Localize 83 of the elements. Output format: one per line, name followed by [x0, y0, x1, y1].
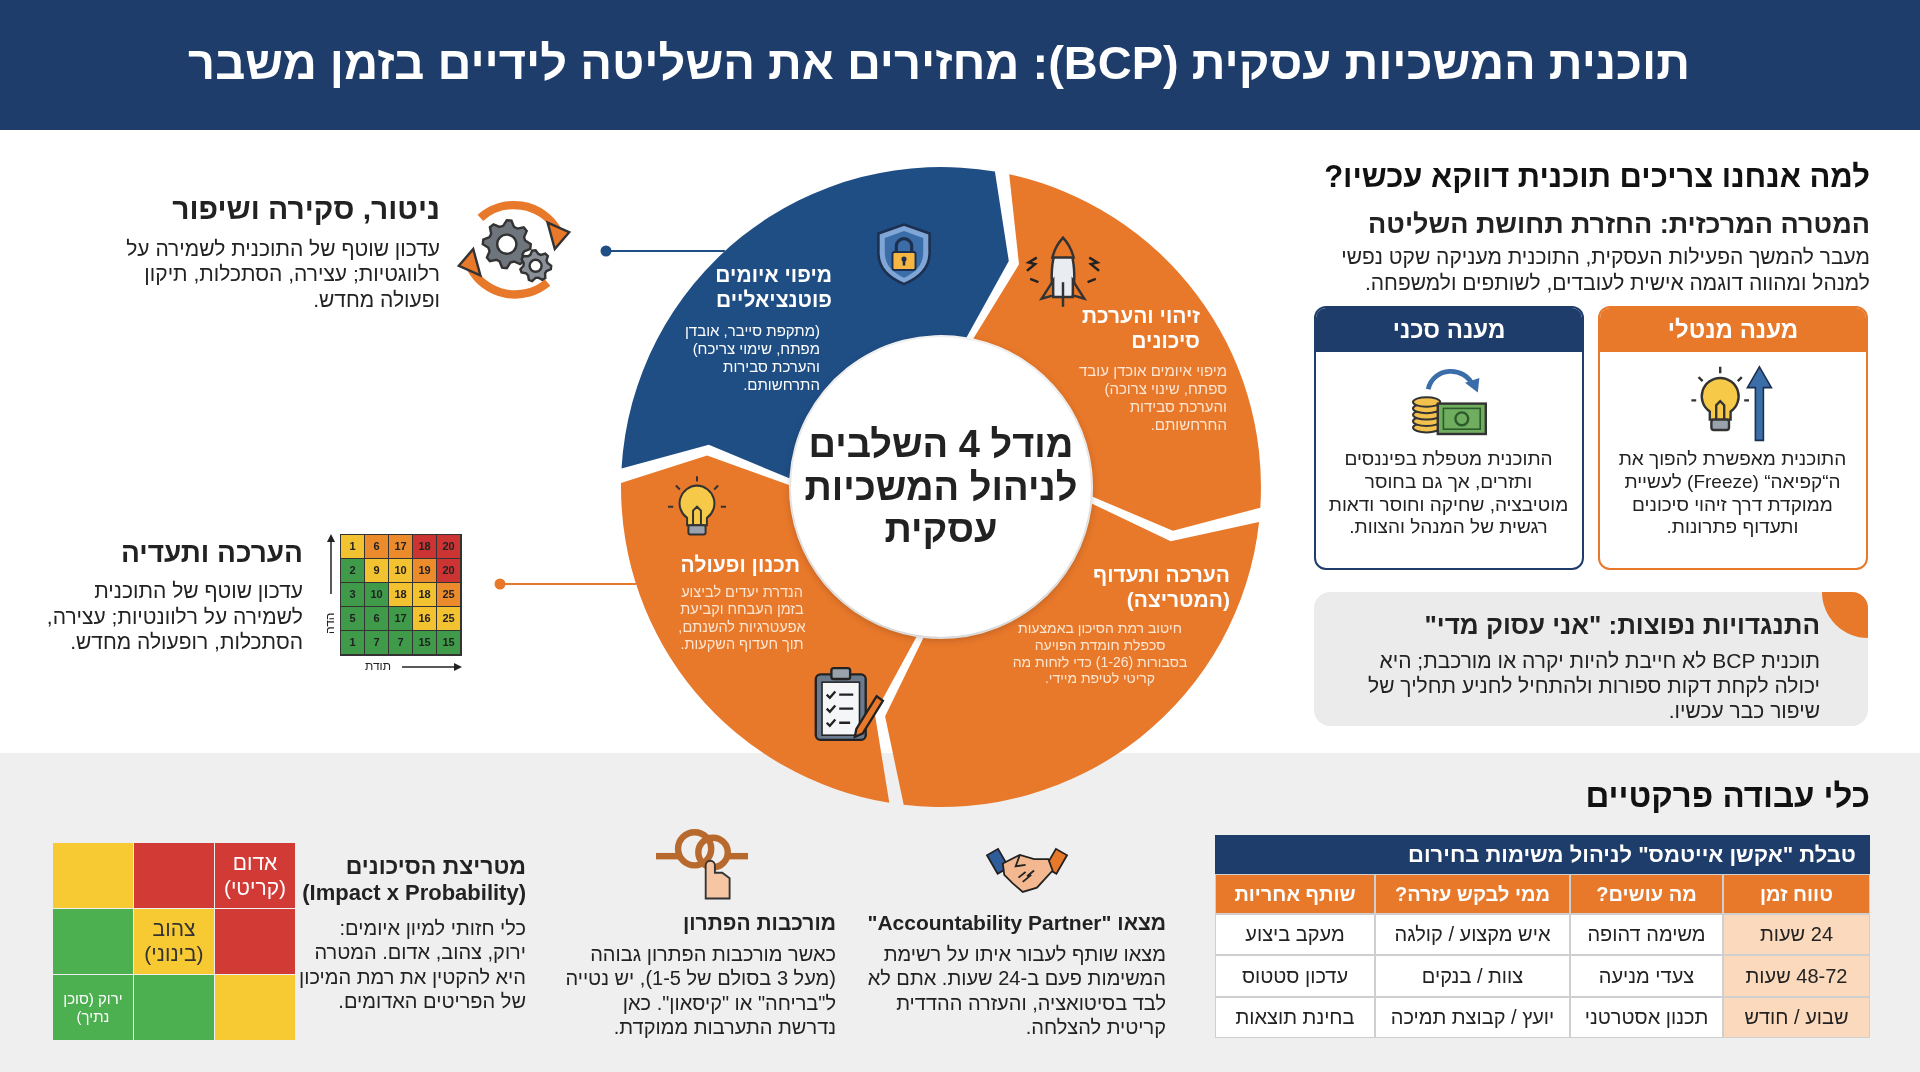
matrix-cell: אדום (קריטי)	[215, 843, 295, 908]
tip-heading: מטריצת הסיכונים	[344, 852, 526, 881]
matrix-cell: 7	[365, 631, 388, 654]
axis-label: תודת	[364, 659, 392, 674]
matrix-cell: 20	[437, 535, 460, 558]
tip-heading: מצאו "Accountability Partner"	[866, 910, 1166, 936]
matrix-cell: ירוק (סוכן נתיך)	[53, 975, 133, 1040]
card-title: התנגדויות נפוצות: "אני עסוק מדי"	[1423, 610, 1820, 642]
matrix-cell: 6	[365, 535, 388, 558]
matrix-cell: צהוב (בינוני)	[134, 909, 214, 974]
table-header-cell: טווח זמן	[1723, 874, 1870, 914]
intro-paragraph: מעבר להמשך הפעילות העסקית, התוכנית מעניקה שקט נפשי למנהל ומהווה דוגמה אישית לעובדים, לשותפים ולמשפחה.	[1340, 244, 1870, 296]
table-cell: יועץ / קבוצת תמיכה	[1375, 997, 1570, 1038]
matrix-cell: 1	[341, 631, 364, 654]
segment-title: הערכה ותעדוף (המטריצה)	[1092, 562, 1230, 613]
leader-line	[600, 245, 726, 257]
section-text: עדכון שוטף של התוכנית לשמירה על רלווגטיות; עצירה, הסתכלות, תיקון ופעולה מחדש.	[125, 235, 440, 313]
matrix-cell: 10	[365, 583, 388, 606]
matrix-cell: 6	[365, 607, 388, 630]
matrix-cell: 18	[389, 583, 412, 606]
table-cell: איש מקצוע / קולגה	[1375, 914, 1570, 955]
table-title-bar: טבלת "אקשן אייטמס" לניהול משימות בחירום	[1215, 835, 1870, 874]
tip-text: מצאו שותף לעבור איתו על רשימת המשימות פעם ב-24 שעות. אתם לא לבד בסיטואציה, והעזרה ההדדית קריטית להצלחה.	[866, 942, 1166, 1040]
matrix-cell: 25	[437, 607, 460, 630]
table-header-cell: ממי לבקש עזרה?	[1375, 874, 1570, 914]
card-header: מענה סכני	[1316, 308, 1582, 352]
card-text: התוכנית מטפלת בפיננסים ותזרים, אך גם בחוסר מוטיבציה, שחיקה וחוסר ודאות רגשית של המנהל והצוות.	[1327, 448, 1570, 540]
matrix-cell: 1	[341, 535, 364, 558]
section-title: הערכה ותעדיה	[119, 536, 303, 570]
tip-text: כאשר מורכבות הפתרון גבוהה (מעל 3 בסולם של 1-5), יש נטייה ל"בריחה" או "קיסאון". כאן נדרשת התערבות ממוקדת.	[564, 942, 836, 1040]
axis-label: הדה	[322, 611, 338, 637]
matrix-cell: 20	[437, 559, 460, 582]
segment-title: מיפוי איומים פוטנציאליים	[714, 262, 832, 313]
table-cell: תכנון אסטרטני	[1570, 997, 1723, 1038]
section-subheading: המטרה המרכזית: החזרת תחושת השליטה	[1367, 208, 1870, 241]
matrix-cell: 3	[341, 583, 364, 606]
table-cell: בחינת תוצאות	[1215, 997, 1375, 1038]
info-card	[1314, 592, 1868, 726]
tip-heading: מורכבות הפתרון	[681, 910, 836, 936]
matrix-cell: 18	[413, 535, 436, 558]
table-cell: שבוע / חודש	[1723, 997, 1870, 1038]
table-cell: 48-72 שעות	[1723, 955, 1870, 997]
tip-text: כלי חזותי למיון איומים: ירוק, צהוב, אדום. המטרה היא להקטין את רמת המיכון של הפריטים האדומים.	[298, 916, 526, 1014]
table-cell: צוות / בנקים	[1375, 955, 1570, 997]
table-cell: עדכון סטטוס	[1215, 955, 1375, 997]
tip-heading: (Impact x Probability)	[301, 880, 526, 907]
table-cell: 24 שעות	[1723, 914, 1870, 955]
matrix-cell: 10	[389, 559, 412, 582]
info-card	[1314, 306, 1584, 570]
matrix-cell: 17	[389, 607, 412, 630]
card-text: תוכנית BCP לא חייבת להיות יקרה או מורכבת; היא יכולה לקחת דקות ספורות ולהתחיל לחניע תחליך של שיפור כבר עכשיו.	[1367, 648, 1820, 724]
matrix-cell: 16	[413, 607, 436, 630]
segment-text: (מתקפת סייבר, אובדן מפתח, שימוי צריכח) והערכת סבירות התרחשותם.	[683, 322, 820, 394]
section-text: עדכון שוטף של התוכנית לשמירה על רלוונטיות; עצירה, הסתכלות, רופעולה מחדש.	[45, 578, 303, 655]
table-cell: מעקב ביצוע	[1215, 914, 1375, 955]
matrix-cell: 19	[413, 559, 436, 582]
center-circle-title: מודל 4 השלבים לניהול המשכיות עסקית	[803, 423, 1079, 551]
card-text: התוכנית מאפשרת להפוך את ה“קפיאה“ (Freeze) לעשיית ממוקדת דרך זיהוי סיכונים ותעדוף פתרונות.	[1617, 448, 1848, 540]
leader-line	[494, 578, 638, 590]
section-heading: כלי עבודה פרקטיים	[1584, 776, 1870, 816]
segment-text: מיפוי איומים אוכדן עובד ספתח, שינוי צרוכה) והערכת סבידות החרחשותם.	[1078, 362, 1227, 434]
table-header-cell: מה עושים?	[1570, 874, 1723, 914]
page-title: תוכנית המשכיות עסקית (BCP): מחזירים את השליטה לידיים בזמן משבר	[188, 35, 1690, 91]
matrix-cell: 18	[413, 583, 436, 606]
segment-title: זיהוי והערכת סיכונים	[1081, 303, 1200, 354]
matrix-cell: 2	[341, 559, 364, 582]
matrix-cell: 7	[389, 631, 412, 654]
info-card	[1598, 306, 1868, 570]
matrix-cell: 15	[437, 631, 460, 654]
matrix-cell: 5	[341, 607, 364, 630]
matrix-cell: 15	[413, 631, 436, 654]
matrix-cell: 9	[365, 559, 388, 582]
section-heading: למה אנחנו צריכים תוכנית דווקא עכשיו?	[1323, 158, 1870, 196]
table-cell: צעדי מניעה	[1570, 955, 1723, 997]
table-cell: משימה דהופה	[1570, 914, 1723, 955]
segment-title: תכנון ופעולה	[679, 552, 800, 578]
matrix-cell: 25	[437, 583, 460, 606]
segment-text: הנדרת יעדים לביצוע בזמן העבחח וקביעת אפעטרגיות להשנתם, תוך חעדוף השקעות.	[677, 584, 807, 654]
card-header: מענה מנטלי	[1600, 308, 1866, 352]
section-title: ניטור, סקירה ושיפור	[171, 191, 440, 227]
segment-text: חיטוב רמת הסיכון באמצעות סכפלת חומדת הפויעה בסבורות (1-26) כדי לזחות מה קריטי לטיפת מיידי.	[1012, 620, 1188, 688]
table-header-cell: שותף אחריות	[1215, 874, 1375, 914]
matrix-cell: 17	[389, 535, 412, 558]
